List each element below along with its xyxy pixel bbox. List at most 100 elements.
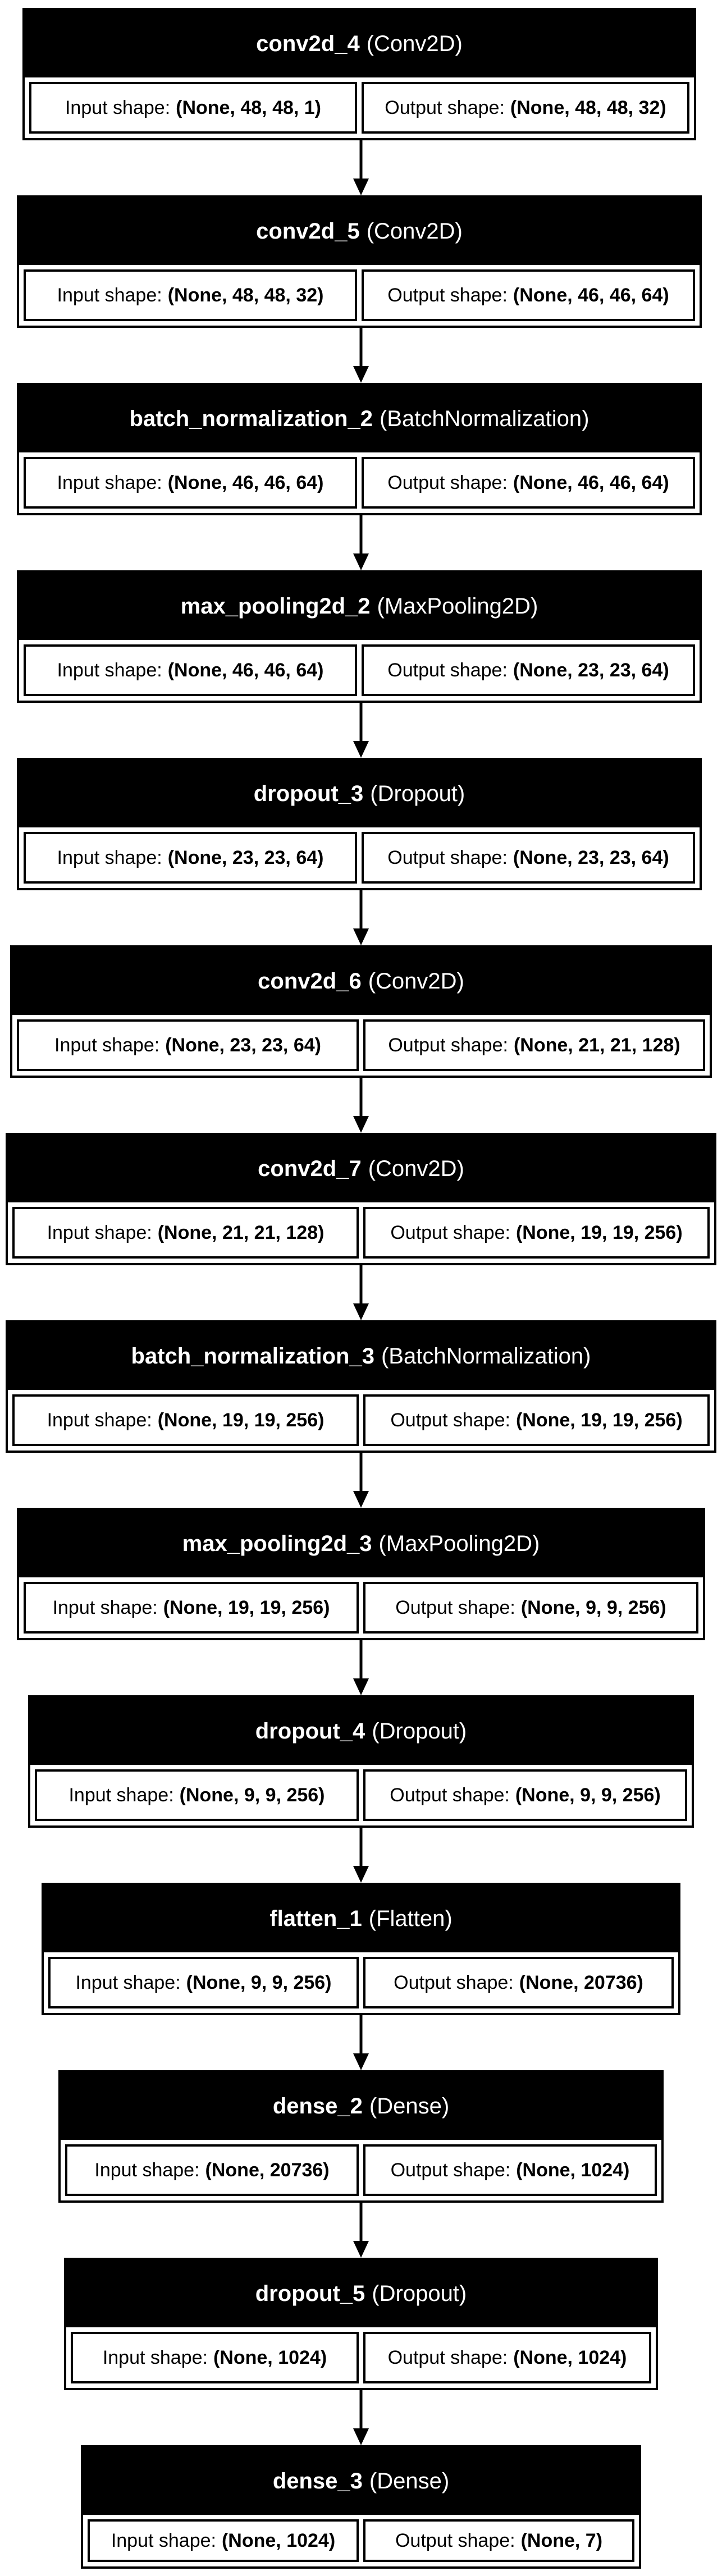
input-shape-value: (None, 9, 9, 256): [186, 1971, 332, 1993]
input-shape-label: Input shape:: [111, 2529, 216, 2551]
layer-box: max_pooling2d_3 (MaxPooling2D) Input sha…: [17, 1508, 705, 1640]
layer-header: max_pooling2d_3 (MaxPooling2D): [19, 1510, 703, 1577]
input-shape-cell: Input shape: (None, 9, 9, 256): [35, 1769, 359, 1821]
input-shape-label: Input shape:: [47, 1221, 152, 1243]
layer-header: conv2d_6 (Conv2D): [12, 948, 710, 1015]
input-shape-cell: Input shape: (None, 48, 48, 1): [29, 82, 357, 134]
input-shape-cell: Input shape: (None, 23, 23, 64): [17, 1019, 359, 1071]
layer-box: dropout_4 (Dropout) Input shape: (None, …: [28, 1695, 694, 1828]
layer-box: batch_normalization_3 (BatchNormalizatio…: [6, 1320, 716, 1453]
layer-shapes: Input shape: (None, 19, 19, 256) Output …: [19, 1577, 703, 1638]
layer-name: max_pooling2d_3: [182, 1531, 372, 1556]
arrow-head: [353, 1866, 369, 1883]
layer-box: flatten_1 (Flatten) Input shape: (None, …: [42, 1883, 680, 2015]
layer-type: (Conv2D): [366, 31, 463, 56]
output-shape-cell: Output shape: (None, 21, 21, 128): [363, 1019, 705, 1071]
input-shape-label: Input shape:: [57, 847, 162, 868]
layer-name: dense_3: [272, 2468, 363, 2493]
input-shape-cell: Input shape: (None, 19, 19, 256): [24, 1582, 359, 1634]
input-shape-label: Input shape:: [57, 472, 162, 493]
layer-shapes: Input shape: (None, 21, 21, 128) Output …: [8, 1202, 714, 1263]
layer-header: dropout_4 (Dropout): [30, 1697, 692, 1765]
layer-type: (Dense): [369, 2093, 450, 2119]
layer-type: (Dropout): [370, 781, 465, 806]
input-shape-cell: Input shape: (None, 23, 23, 64): [24, 832, 357, 884]
output-shape-cell: Output shape: (None, 20736): [363, 1957, 674, 2008]
input-shape-value: (None, 9, 9, 256): [179, 1784, 325, 1806]
output-shape-label: Output shape:: [390, 1409, 510, 1431]
layer-box: conv2d_5 (Conv2D) Input shape: (None, 48…: [17, 195, 702, 328]
layer-name: conv2d_5: [256, 218, 360, 244]
output-shape-value: (None, 48, 48, 32): [510, 97, 666, 118]
arrow-head: [353, 2053, 369, 2070]
output-shape-label: Output shape:: [387, 472, 508, 493]
layer-type: (MaxPooling2D): [378, 1531, 540, 1556]
output-shape-value: (None, 1024): [513, 2346, 627, 2368]
input-shape-cell: Input shape: (None, 21, 21, 128): [12, 1207, 359, 1259]
output-shape-cell: Output shape: (None, 46, 46, 64): [362, 269, 695, 321]
output-shape-label: Output shape:: [385, 97, 505, 118]
layer-name: dropout_3: [253, 781, 364, 806]
layer-shapes: Input shape: (None, 9, 9, 256) Output sh…: [44, 1952, 678, 2013]
input-shape-cell: Input shape: (None, 48, 48, 32): [24, 269, 357, 321]
output-shape-cell: Output shape: (None, 9, 9, 256): [363, 1769, 687, 1821]
output-shape-label: Output shape:: [387, 284, 508, 306]
arrow-head: [353, 1678, 369, 1695]
layer-box: dense_2 (Dense) Input shape: (None, 2073…: [58, 2070, 664, 2203]
layer-box: dropout_5 (Dropout) Input shape: (None, …: [64, 2258, 658, 2390]
layer-shapes: Input shape: (None, 46, 46, 64) Output s…: [19, 452, 700, 513]
layer-header: batch_normalization_2 (BatchNormalizatio…: [19, 385, 700, 452]
output-shape-value: (None, 23, 23, 64): [513, 847, 669, 868]
layer-shapes: Input shape: (None, 46, 46, 64) Output s…: [19, 640, 700, 701]
input-shape-value: (None, 23, 23, 64): [167, 847, 324, 868]
output-shape-value: (None, 19, 19, 256): [515, 1221, 683, 1243]
layer-shapes: Input shape: (None, 20736) Output shape:…: [61, 2140, 661, 2200]
layer-name: dropout_5: [255, 2281, 365, 2306]
output-shape-cell: Output shape: (None, 48, 48, 32): [362, 82, 689, 134]
output-shape-cell: Output shape: (None, 19, 19, 256): [363, 1394, 710, 1446]
output-shape-label: Output shape:: [390, 1784, 510, 1806]
output-shape-value: (None, 46, 46, 64): [513, 472, 669, 493]
layer-header: max_pooling2d_2 (MaxPooling2D): [19, 573, 700, 640]
layer-name: dense_2: [272, 2093, 363, 2119]
input-shape-label: Input shape:: [65, 97, 171, 118]
layer-box: dropout_3 (Dropout) Input shape: (None, …: [17, 758, 702, 890]
layer-shapes: Input shape: (None, 9, 9, 256) Output sh…: [30, 1765, 692, 1825]
layer-type: (Dense): [369, 2468, 450, 2493]
output-shape-value: (None, 46, 46, 64): [513, 284, 669, 306]
input-shape-label: Input shape:: [75, 1971, 181, 1993]
output-shape-value: (None, 1024): [516, 2159, 630, 2181]
arrow-head: [353, 1116, 369, 1133]
input-shape-label: Input shape:: [57, 284, 162, 306]
layer-header: dropout_5 (Dropout): [66, 2260, 656, 2327]
arrow-head: [353, 2428, 369, 2445]
output-shape-value: (None, 9, 9, 256): [520, 1596, 666, 1618]
output-shape-value: (None, 9, 9, 256): [515, 1784, 661, 1806]
layer-header: conv2d_5 (Conv2D): [19, 198, 700, 265]
layer-box: batch_normalization_2 (BatchNormalizatio…: [17, 383, 702, 515]
output-shape-cell: Output shape: (None, 23, 23, 64): [362, 832, 695, 884]
layer-shapes: Input shape: (None, 23, 23, 64) Output s…: [19, 827, 700, 888]
layer-shapes: Input shape: (None, 48, 48, 1) Output sh…: [25, 77, 694, 138]
input-shape-cell: Input shape: (None, 19, 19, 256): [12, 1394, 359, 1446]
output-shape-label: Output shape:: [395, 1596, 515, 1618]
layer-box: dense_3 (Dense) Input shape: (None, 1024…: [81, 2445, 641, 2569]
output-shape-value: (None, 7): [520, 2529, 603, 2551]
output-shape-label: Output shape:: [394, 1971, 514, 1993]
input-shape-value: (None, 48, 48, 32): [167, 284, 324, 306]
input-shape-value: (None, 19, 19, 256): [157, 1409, 325, 1431]
output-shape-label: Output shape:: [390, 1221, 510, 1243]
layer-type: (BatchNormalization): [379, 406, 590, 431]
layer-name: dropout_4: [255, 1718, 365, 1744]
layer-name: conv2d_4: [256, 31, 360, 56]
layer-type: (Flatten): [368, 1906, 453, 1931]
input-shape-value: (None, 1024): [221, 2529, 336, 2551]
layer-name: conv2d_7: [258, 1156, 362, 1181]
output-shape-value: (None, 20736): [519, 1971, 643, 1993]
layer-shapes: Input shape: (None, 1024) Output shape: …: [66, 2327, 656, 2388]
input-shape-cell: Input shape: (None, 46, 46, 64): [24, 457, 357, 509]
input-shape-value: (None, 21, 21, 128): [157, 1221, 325, 1243]
output-shape-label: Output shape:: [388, 1034, 508, 1056]
arrow-head: [353, 741, 369, 758]
layer-name: batch_normalization_2: [129, 406, 373, 431]
